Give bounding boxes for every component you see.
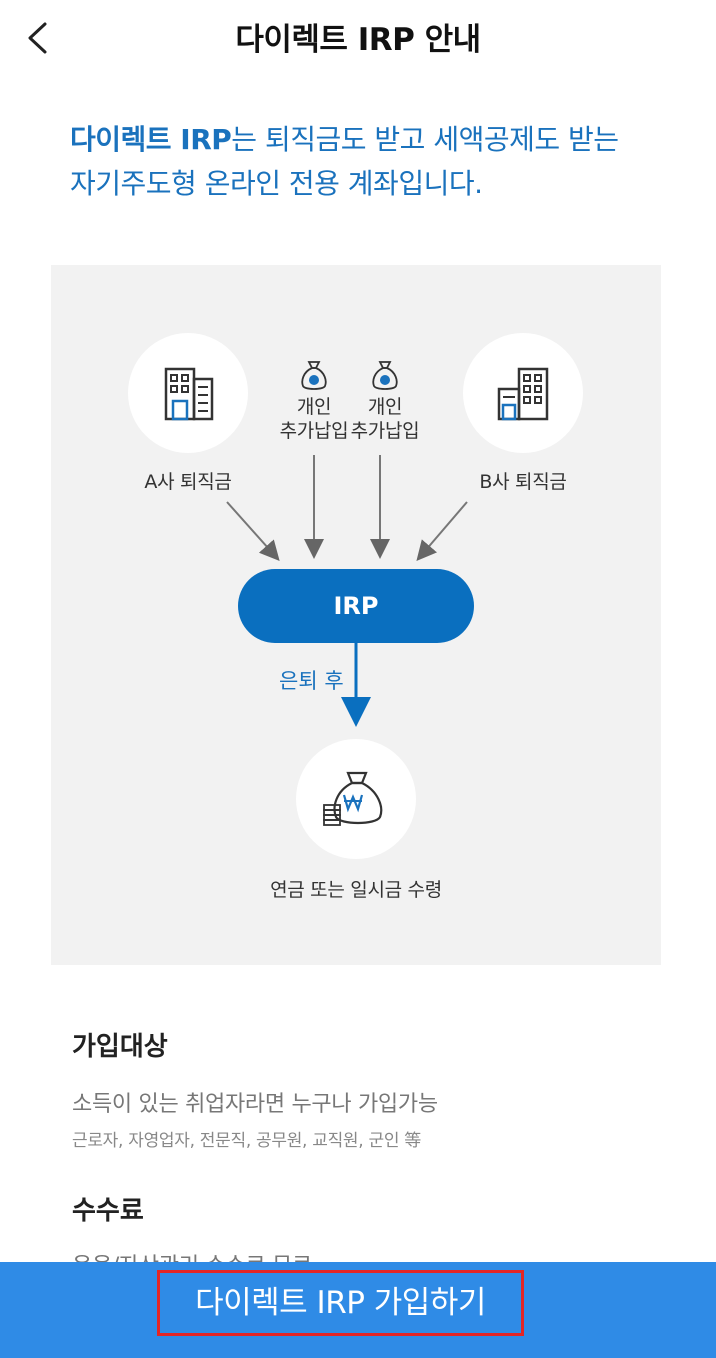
eligibility-title: 가입대상 [72, 1032, 168, 1062]
page-title: 다이렉트 IRP 안내 [235, 22, 481, 58]
eligibility-sub: 근로자, 자영업자, 전문직, 공무원, 교직원, 군인 等 [72, 1131, 421, 1151]
irp-diagram: A사 퇴직금 B사 퇴직금 개인 추가납입 개인 추가납입 [51, 265, 661, 965]
company-a-circle [128, 333, 248, 453]
irp-node: IRP [238, 569, 474, 643]
fee-title: 수수료 [72, 1196, 144, 1226]
header-bar: 다이렉트 IRP 안내 [0, 0, 716, 80]
money-bag-icon [372, 361, 398, 390]
company-a-label: A사 퇴직금 [144, 471, 232, 493]
back-button[interactable] [18, 18, 58, 58]
money-bag-icon [301, 361, 327, 390]
personal-1-line2: 추가납입 [279, 420, 349, 442]
pension-circle [296, 739, 416, 859]
money-bag-coins-icon [323, 771, 383, 826]
bottom-action-bar: 다이렉트 IRP 가입하기 [0, 1262, 716, 1358]
eligibility-main: 소득이 있는 취업자라면 누구나 가입가능 [72, 1092, 438, 1117]
personal-2-line2: 추가납입 [350, 420, 420, 442]
headline-line1-rest: 는 퇴직금도 받고 세액공제도 받는 [231, 123, 619, 156]
personal-1-line1: 개인 [296, 396, 332, 418]
personal-2-line1: 개인 [367, 396, 403, 418]
pension-label: 연금 또는 일시금 수령 [270, 879, 442, 901]
headline-line-2: 자기주도형 온라인 전용 계좌입니다. [70, 167, 483, 200]
after-retire-label: 은퇴 후 [279, 669, 344, 693]
headline-line-1: 다이렉트 IRP는 퇴직금도 받고 세액공제도 받는 [70, 118, 670, 162]
building-icon [497, 367, 549, 421]
join-irp-button[interactable]: 다이렉트 IRP 가입하기 [157, 1270, 524, 1336]
diagram-arrows [226, 455, 468, 727]
headline-brand: 다이렉트 IRP [70, 123, 232, 156]
chevron-left-icon [28, 22, 47, 54]
personal-2-label: 개인 추가납입 [340, 395, 430, 443]
building-icon [164, 367, 214, 421]
company-b-circle [463, 333, 583, 453]
headline: 다이렉트 IRP는 퇴직금도 받고 세액공제도 받는 자기주도형 온라인 전용 … [70, 118, 670, 206]
company-b-label: B사 퇴직금 [479, 471, 567, 493]
personal-1-label: 개인 추가납입 [269, 395, 359, 443]
